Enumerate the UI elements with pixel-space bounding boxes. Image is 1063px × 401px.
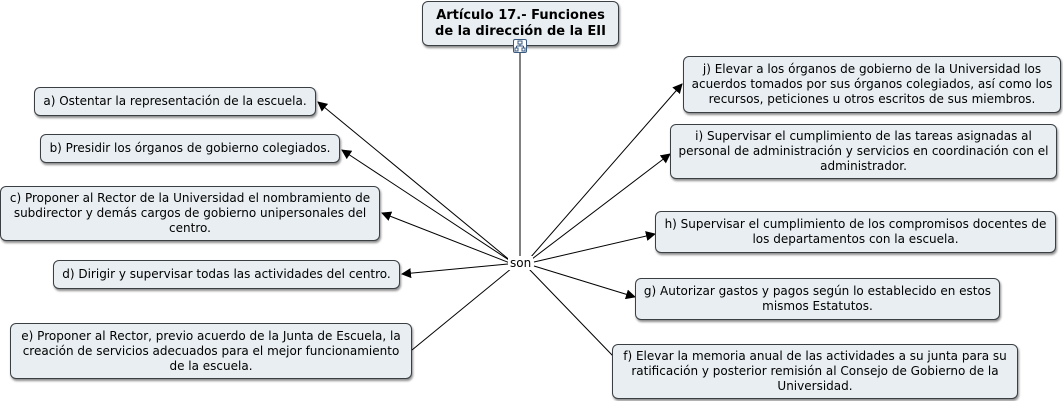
function-a-text: a) Ostentar la representación de la escu… [43, 94, 307, 108]
function-f-text: f) Elevar la memoria anual de las activi… [623, 349, 1007, 393]
function-c-text: c) Proponer al Rector de la Universidad … [9, 191, 371, 235]
arrow-to-a [317, 101, 513, 263]
function-j-text: j) Elevar a los órganos de gobierno de l… [691, 62, 1053, 106]
function-d-text: d) Dirigir y supervisar todas las activi… [62, 267, 391, 281]
function-g[interactable]: g) Autorizar gastos y pagos según lo est… [635, 278, 1000, 320]
function-i[interactable]: i) Supervisar el cumplimiento de las tar… [670, 124, 1057, 179]
function-c[interactable]: c) Proponer al Rector de la Universidad … [0, 186, 380, 241]
function-e-text: e) Proponer al Rector, previo acuerdo de… [21, 328, 401, 373]
line-to-e [411, 267, 513, 351]
function-f[interactable]: f) Elevar la memoria anual de las activi… [612, 344, 1018, 399]
function-e[interactable]: e) Proponer al Rector, previo acuerdo de… [10, 323, 412, 379]
function-d[interactable]: d) Dirigir y supervisar todas las activi… [53, 260, 400, 289]
concept-map-icon[interactable] [513, 39, 527, 53]
arrow-to-j [529, 83, 683, 259]
line-to-f [528, 268, 614, 357]
root-title: Artículo 17.- Funciones de la dirección … [435, 7, 606, 39]
function-h-text: h) Supervisar el cumplimiento de los com… [664, 217, 1047, 246]
arrow-to-d [401, 263, 509, 279]
function-j[interactable]: j) Elevar a los órganos de gobierno de l… [683, 56, 1061, 113]
arrow-to-b [341, 149, 513, 263]
function-a[interactable]: a) Ostentar la representación de la escu… [34, 87, 316, 116]
arrow-to-g [533, 265, 636, 300]
arrow-to-h [533, 231, 656, 263]
arrow-to-c [381, 211, 511, 264]
function-h[interactable]: h) Supervisar el cumplimiento de los com… [655, 211, 1056, 253]
function-b[interactable]: b) Presidir los órganos de gobierno cole… [40, 134, 340, 163]
arrow-to-i [531, 153, 671, 260]
function-b-text: b) Presidir los órganos de gobierno cole… [49, 141, 331, 155]
root-concept[interactable]: Artículo 17.- Funciones de la dirección … [422, 1, 619, 46]
function-g-text: g) Autorizar gastos y pagos según lo est… [643, 284, 992, 313]
function-i-text: i) Supervisar el cumplimiento de las tar… [678, 129, 1049, 173]
link-label-son: son [508, 256, 534, 270]
